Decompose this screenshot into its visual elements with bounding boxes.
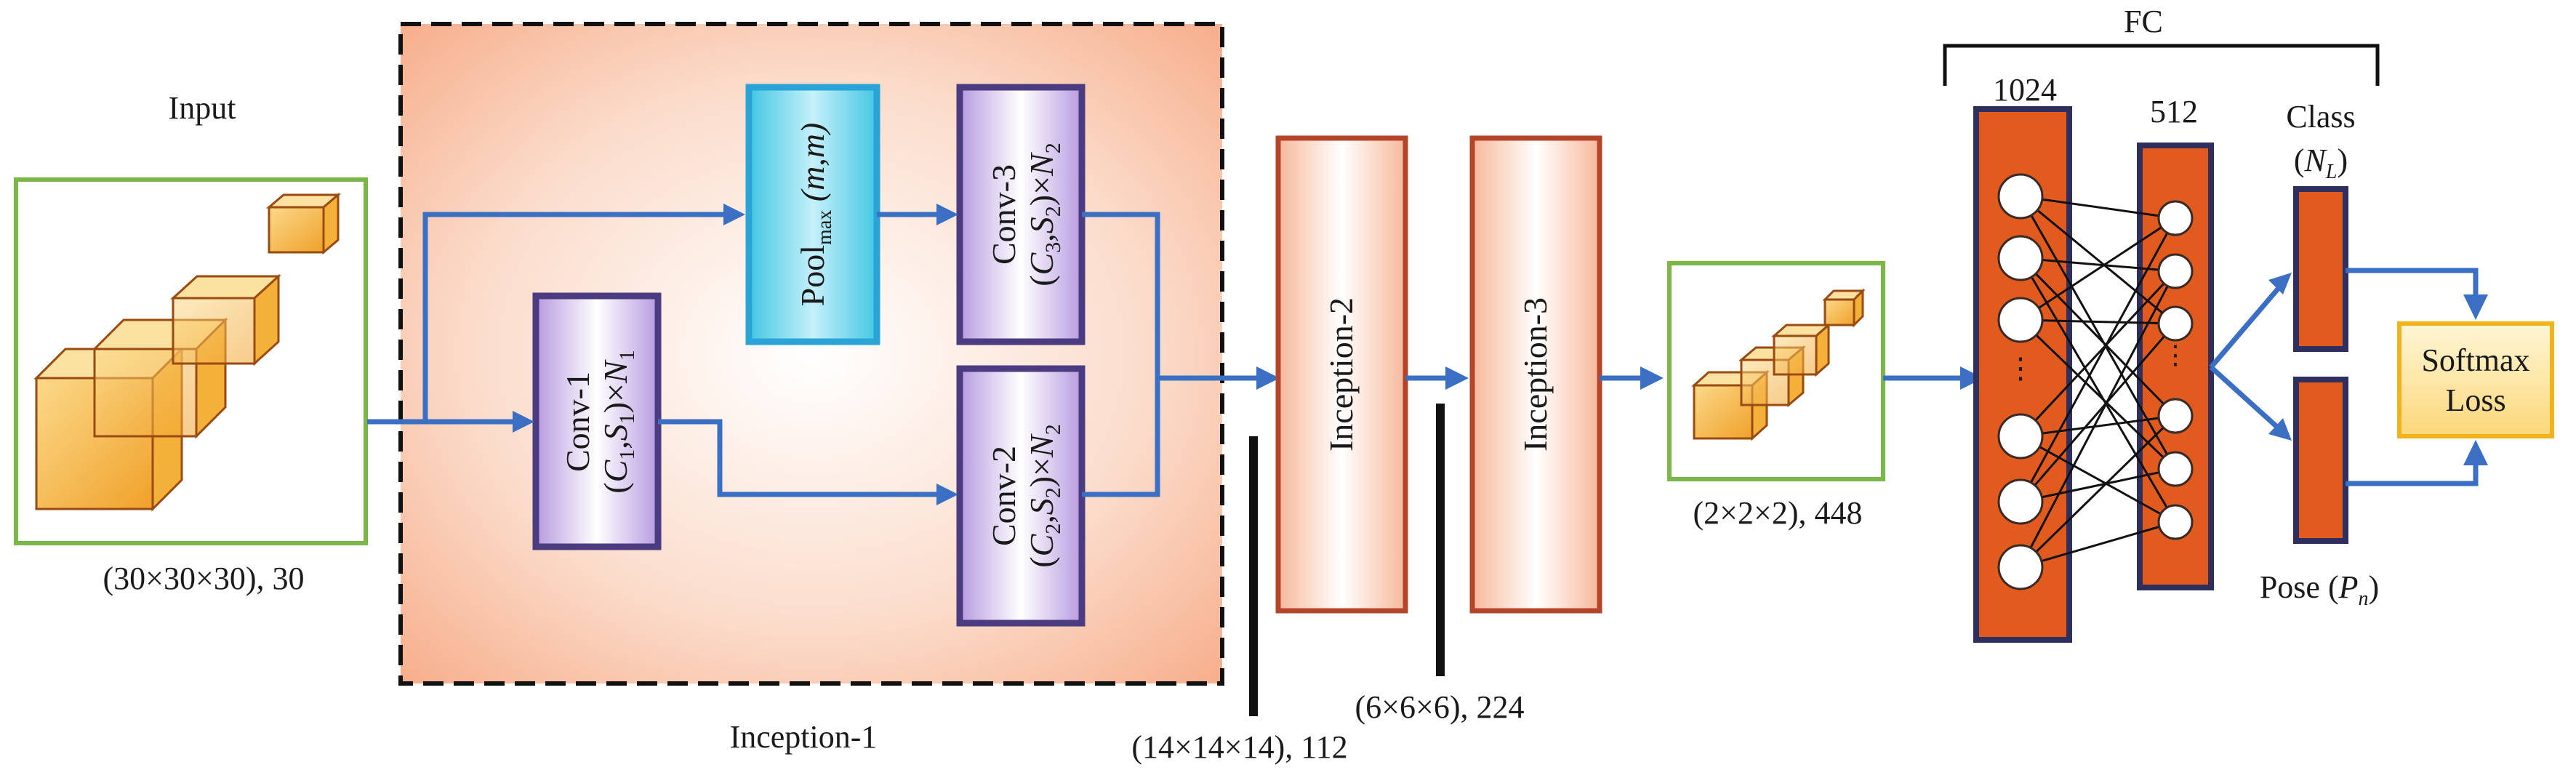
fc-connection bbox=[2019, 270, 2177, 568]
fc-connection bbox=[2020, 435, 2176, 524]
feature-size-label: (2×2×2), 448 bbox=[1693, 495, 1863, 531]
softmax-line1: Softmax bbox=[2421, 342, 2529, 378]
feature-to-fc-arrow-head bbox=[1960, 366, 1983, 390]
fc-connection bbox=[2019, 323, 2177, 502]
fc-layer1-node bbox=[1997, 544, 2044, 590]
inception-1-module: Poolmax (m,m) Conv-3 (C3,S2)×N2 Conv-1 (… bbox=[367, 22, 1280, 755]
pose-head-bar bbox=[2293, 377, 2348, 544]
inception-2-label: Inception-2 bbox=[1323, 297, 1360, 452]
class-head-bar bbox=[2293, 186, 2348, 352]
fc-layer2-node bbox=[2157, 398, 2194, 434]
inception-1-output-label: (14×14×14), 112 bbox=[1131, 729, 1347, 765]
fc-connection bbox=[2020, 468, 2176, 503]
conv-1-params: (C1,S1)×N1 bbox=[597, 350, 639, 493]
fc-layer2-node bbox=[2157, 451, 2194, 487]
fc-connection bbox=[2019, 414, 2177, 569]
conv-3-params: (C3,S2)×N2 bbox=[1023, 143, 1065, 286]
separator-bar-2 bbox=[1436, 404, 1445, 676]
input-title: Input bbox=[169, 90, 236, 126]
inception-3-label: Inception-3 bbox=[1517, 297, 1554, 452]
feature-block: (2×2×2), 448 bbox=[1667, 261, 1885, 531]
fc-connection bbox=[2020, 414, 2176, 438]
fc-connection bbox=[2019, 318, 2177, 470]
fc-connection bbox=[2020, 318, 2176, 325]
fc-section: FC 1024 512 ⋮ ⋮ Class (NL) Pose (Pn) bbox=[1943, 4, 2380, 643]
class-head-param: (NL) bbox=[2294, 143, 2348, 183]
fc-layer2-ellipsis: ⋮ bbox=[2162, 340, 2188, 369]
separator-bar-1 bbox=[1249, 436, 1258, 716]
class-head-name: Class bbox=[2286, 99, 2355, 135]
to-class-arrow-line bbox=[2209, 285, 2282, 369]
input-size-label: (30×30×30), 30 bbox=[103, 561, 305, 596]
fc-layer1-node bbox=[1997, 413, 2044, 460]
softmax-line2: Loss bbox=[2445, 382, 2505, 418]
fc-connection bbox=[2019, 270, 2177, 438]
fc-bracket bbox=[1943, 44, 2380, 86]
fc-layer2-node bbox=[2157, 200, 2194, 236]
conv-3-name: Conv-3 bbox=[985, 164, 1022, 265]
inception-1-label: Inception-1 bbox=[730, 719, 878, 755]
fc-connections bbox=[2019, 195, 2177, 569]
input-cubes bbox=[33, 192, 342, 512]
conv-2-name: Conv-2 bbox=[985, 446, 1022, 546]
fc-connection bbox=[2019, 217, 2177, 502]
feature-cubes bbox=[1691, 288, 1866, 441]
conv-2-block: Conv-2 (C2,S2)×N2 bbox=[956, 365, 1086, 627]
pool-label: Poolmax (m,m) bbox=[794, 123, 836, 307]
fc-layer1-node bbox=[1997, 478, 2044, 525]
fc-layer1-node bbox=[1997, 173, 2044, 220]
mid-arrows bbox=[1405, 366, 1664, 390]
conv-1-block: Conv-1 (C1,S1)×N1 bbox=[532, 292, 662, 550]
conv-3-block: Conv-3 (C3,S2)×N2 bbox=[956, 84, 1086, 345]
fc-title: FC bbox=[2124, 4, 2163, 39]
fc-layer1-node bbox=[1997, 235, 2044, 281]
fc-layer2-node bbox=[2157, 504, 2194, 540]
fc-layer2-node bbox=[2157, 253, 2194, 289]
fc-layer2-units: 512 bbox=[2150, 94, 2198, 129]
to-class-arrow-head bbox=[2268, 273, 2292, 294]
inception-1-arrows bbox=[367, 204, 1280, 505]
fc-connection bbox=[2020, 521, 2176, 569]
conv-2-params: (C2,S2)×N2 bbox=[1023, 424, 1065, 567]
inception-2-output-label: (6×6×6), 224 bbox=[1355, 689, 1525, 725]
fc-connection bbox=[2020, 195, 2176, 325]
fc-layer2-node bbox=[2157, 305, 2194, 342]
inception-3-block: Inception-3 bbox=[1469, 135, 1602, 614]
pool-max-block: Poolmax (m,m) bbox=[745, 84, 880, 345]
fc-connection bbox=[2020, 217, 2176, 321]
softmax-loss-block: Softmax Loss bbox=[2397, 321, 2554, 438]
to-pose-arrow-head bbox=[2268, 418, 2292, 441]
fc-layer1-node bbox=[1997, 297, 2044, 343]
input-block: Input (30×30×30), 30 bbox=[14, 90, 368, 596]
heads-to-softmax-arrows bbox=[2346, 268, 2488, 486]
fc-connection bbox=[2020, 257, 2176, 273]
pose-head-label: Pose (Pn) bbox=[2260, 569, 2379, 610]
fc-connection bbox=[2020, 195, 2176, 220]
fc-connection bbox=[2019, 196, 2177, 470]
to-pose-arrow-line bbox=[2209, 365, 2282, 431]
fc-connection bbox=[2019, 257, 2177, 417]
inception-2-block: Inception-2 bbox=[1275, 135, 1408, 614]
fc-layer1-units: 1024 bbox=[1993, 72, 2057, 108]
fc-layer1-ellipsis: ⋮ bbox=[2006, 352, 2035, 385]
conv-1-name: Conv-1 bbox=[559, 372, 596, 472]
